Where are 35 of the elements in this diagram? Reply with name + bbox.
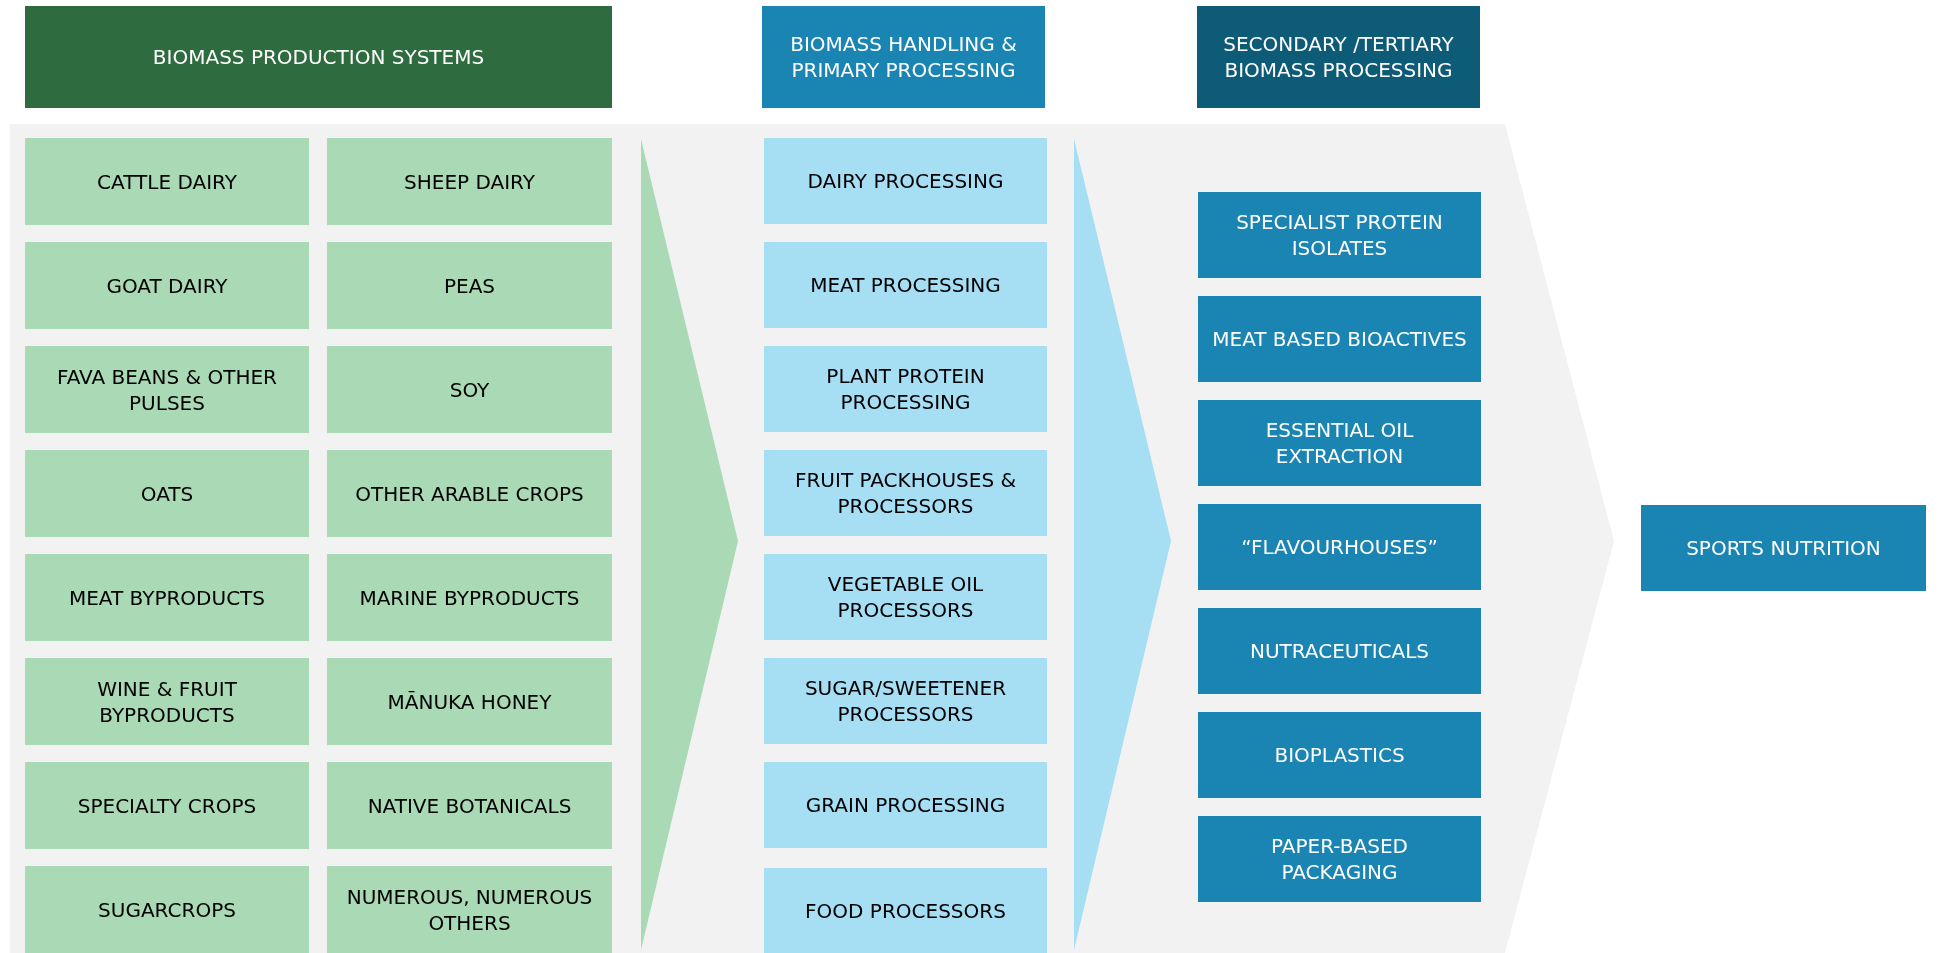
process-box: GRAIN PROCESSING — [764, 762, 1047, 848]
column-header: BIOMASS PRODUCTION SYSTEMS — [25, 6, 612, 108]
source-box: WINE & FRUIT BYPRODUCTS — [25, 658, 309, 745]
source-box: GOAT DAIRY — [25, 242, 309, 329]
source-box: MARINE BYPRODUCTS — [327, 554, 612, 641]
process-box: MEAT BASED BIOACTIVES — [1198, 296, 1481, 382]
process-box: DAIRY PROCESSING — [764, 138, 1047, 224]
source-box: NUMEROUS, NUMEROUS OTHERS — [327, 866, 612, 953]
source-box: NATIVE BOTANICALS — [327, 762, 612, 849]
source-box: FAVA BEANS & OTHER PULSES — [25, 346, 309, 433]
process-box: PLANT PROTEIN PROCESSING — [764, 346, 1047, 432]
process-box: FRUIT PACKHOUSES & PROCESSORS — [764, 450, 1047, 536]
process-box: VEGETABLE OIL PROCESSORS — [764, 554, 1047, 640]
source-box: PEAS — [327, 242, 612, 329]
column-header: SECONDARY /TERTIARY BIOMASS PROCESSING — [1197, 6, 1480, 108]
source-box: SHEEP DAIRY — [327, 138, 612, 225]
process-box: NUTRACEUTICALS — [1198, 608, 1481, 694]
output-box: SPORTS NUTRITION — [1641, 505, 1926, 591]
source-box: SPECIALTY CROPS — [25, 762, 309, 849]
source-box: OATS — [25, 450, 309, 537]
process-box: MEAT PROCESSING — [764, 242, 1047, 328]
source-box: SUGARCROPS — [25, 866, 309, 953]
source-box: MĀNUKA HONEY — [327, 658, 612, 745]
process-box: SPECIALIST PROTEIN ISOLATES — [1198, 192, 1481, 278]
process-box: PAPER-BASED PACKAGING — [1198, 816, 1481, 902]
process-box: BIOPLASTICS — [1198, 712, 1481, 798]
process-box: SUGAR/SWEETENER PROCESSORS — [764, 658, 1047, 744]
process-box: FOOD PROCESSORS — [764, 868, 1047, 953]
process-box: “FLAVOURHOUSES” — [1198, 504, 1481, 590]
source-box: CATTLE DAIRY — [25, 138, 309, 225]
process-box: ESSENTIAL OIL EXTRACTION — [1198, 400, 1481, 486]
source-box: MEAT BYPRODUCTS — [25, 554, 309, 641]
column-header: BIOMASS HANDLING & PRIMARY PROCESSING — [762, 6, 1045, 108]
source-box: SOY — [327, 346, 612, 433]
source-box: OTHER ARABLE CROPS — [327, 450, 612, 537]
